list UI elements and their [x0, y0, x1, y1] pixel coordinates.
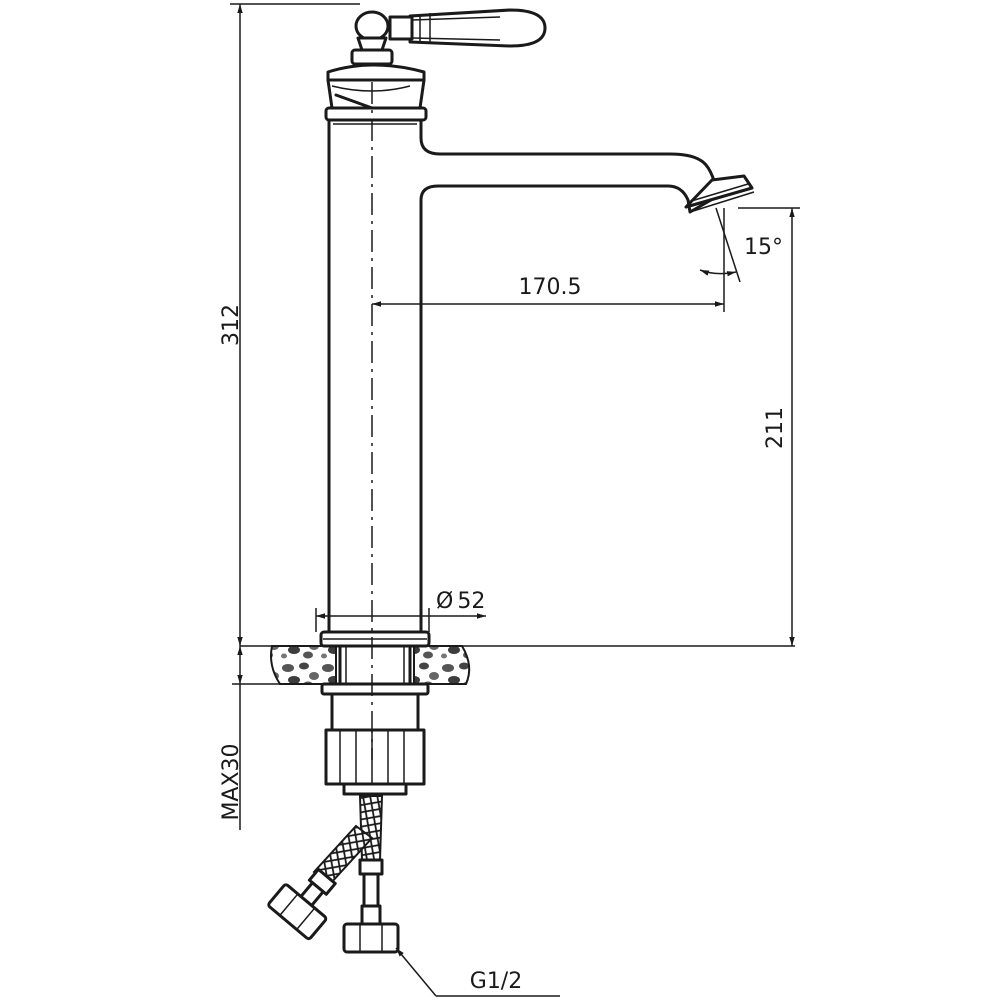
- countertop-left-section: [270, 645, 337, 685]
- total-height-dimension: 312: [219, 3, 360, 646]
- lever-handle: [350, 8, 547, 66]
- countertop: [240, 645, 795, 685]
- faucet-body: [319, 63, 755, 648]
- mounting-assembly: [320, 644, 430, 796]
- diameter-symbol: Ø: [436, 589, 453, 614]
- thread-callout: G1/2: [395, 947, 560, 997]
- spout-height-dimension: 211: [738, 207, 800, 646]
- spout-reach-dimension: 170.5: [372, 208, 725, 312]
- diameter-value: 52: [457, 589, 485, 614]
- max-thickness-label: MAX30: [219, 743, 244, 820]
- thread-label: G1/2: [470, 969, 522, 994]
- total-height-label: 312: [219, 304, 244, 346]
- spout-height-label: 211: [763, 407, 788, 449]
- countertop-right-section: [413, 645, 471, 685]
- spout-angle-dimension: 15°: [699, 207, 783, 283]
- supply-hoses: [267, 795, 400, 954]
- spout-angle-label: 15°: [744, 235, 783, 260]
- spout-reach-label: 170.5: [519, 275, 582, 300]
- counter-thickness-dimension: MAX30: [219, 646, 340, 830]
